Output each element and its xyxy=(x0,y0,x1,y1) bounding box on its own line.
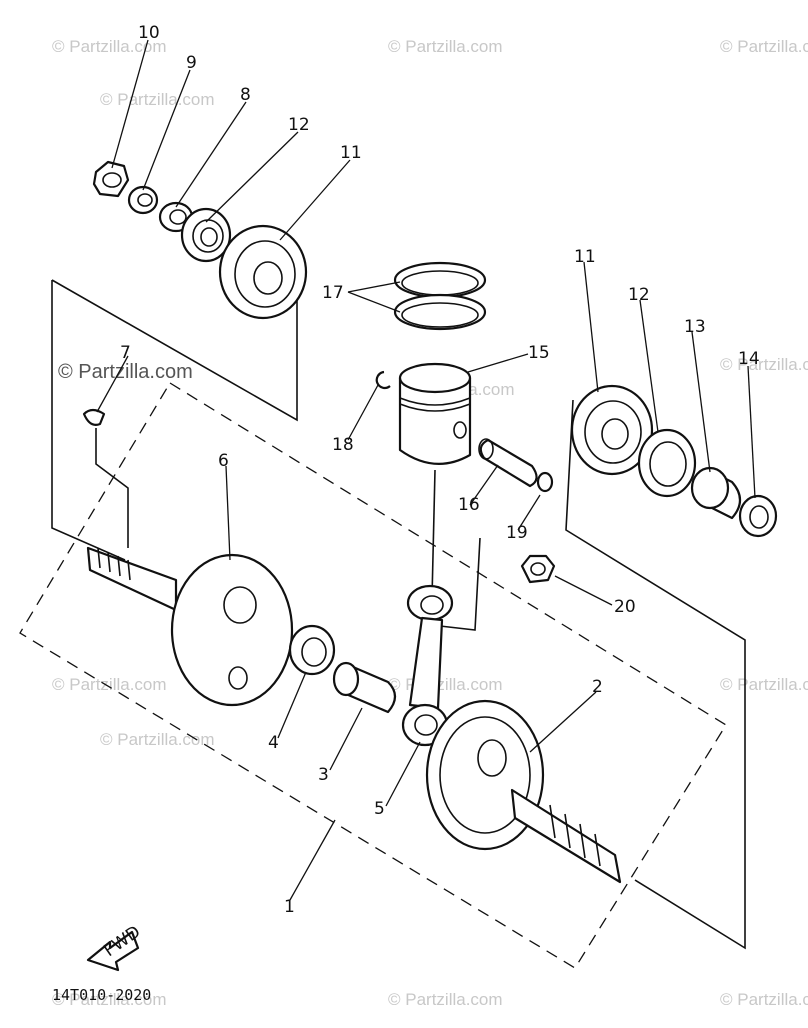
oil-seal-part xyxy=(637,428,697,498)
callout-7: 7 xyxy=(120,343,131,363)
watermark: © Partzilla.com xyxy=(388,675,503,694)
callout-18: 17 xyxy=(322,283,344,303)
watermark: © Partzilla.com xyxy=(52,675,167,694)
crank-half-right-part xyxy=(425,699,622,884)
crank-pin-part xyxy=(332,661,397,714)
callout-2: 2 xyxy=(592,677,603,697)
watermark-layer: © Partzilla.com © Partzilla.com © Partzi… xyxy=(52,37,808,1009)
watermark: © Partzilla.com xyxy=(100,730,215,749)
spacer-part xyxy=(690,466,742,520)
leader-lines xyxy=(96,39,756,901)
callout-4: 4 xyxy=(268,733,279,753)
washer-right-part xyxy=(738,494,778,538)
callout-labels: 10 9 8 12 11 17 15 18 16 19 11 12 13 14 … xyxy=(120,23,760,917)
grouping-lines xyxy=(51,279,746,950)
watermark: © Partzilla.com xyxy=(388,37,503,56)
callout-14: 13 xyxy=(684,317,706,337)
piston-rings-part xyxy=(393,261,487,331)
circlip-upper-part xyxy=(375,370,391,389)
connecting-rod-part xyxy=(401,584,454,747)
needle-bearing-part xyxy=(288,624,336,676)
main-bearing-left-part xyxy=(218,224,308,320)
callout-8: 8 xyxy=(240,85,251,105)
callout-1: 1 xyxy=(284,897,295,917)
callout-10: 10 xyxy=(138,23,160,43)
callout-11-left: 11 xyxy=(340,143,362,163)
watermark: © Partzilla.com xyxy=(52,990,167,1009)
callout-19-lower: 19 xyxy=(506,523,528,543)
watermark: © Partzilla.com xyxy=(52,37,167,56)
callout-19-upper: 18 xyxy=(332,435,354,455)
watermark: © Partzilla.com xyxy=(100,90,215,109)
watermark: © Partzilla.com xyxy=(720,675,808,694)
watermark: © Partzilla.com xyxy=(720,37,808,56)
nut-part xyxy=(92,160,130,198)
lock-washer-part xyxy=(127,185,159,215)
callout-15: 14 xyxy=(738,349,760,369)
callout-3: 3 xyxy=(318,765,329,785)
crank-half-left-part xyxy=(86,546,294,707)
crank-assembly-outline xyxy=(19,382,727,969)
callout-17: 16 xyxy=(458,495,480,515)
circlip-lower-part xyxy=(536,471,554,493)
callout-11-right: 11 xyxy=(574,247,596,267)
callout-5: 5 xyxy=(374,799,385,819)
piston-pin-part xyxy=(478,438,538,488)
callout-9: 9 xyxy=(186,53,197,73)
nut-small-part xyxy=(520,554,556,584)
diagram-code: 14T010-2020 xyxy=(52,986,151,1004)
fwd-arrow-icon: FWD xyxy=(86,922,144,972)
piston-part xyxy=(398,362,472,465)
watermark-prominent: © Partzilla.com xyxy=(58,361,193,383)
watermark: © Partzilla.com xyxy=(720,355,808,374)
callout-13: 12 xyxy=(288,115,310,135)
woodruff-key-part xyxy=(82,408,106,426)
main-bearing-right-part xyxy=(570,384,654,476)
callout-20: 20 xyxy=(614,597,636,617)
callout-6: 6 xyxy=(218,451,229,471)
small-bearing-part xyxy=(180,207,232,263)
watermark: © Partzilla.com xyxy=(388,990,503,1009)
callout-16: 15 xyxy=(528,343,550,363)
callout-12: 12 xyxy=(628,285,650,305)
watermark: © Partzilla.com xyxy=(720,990,808,1009)
